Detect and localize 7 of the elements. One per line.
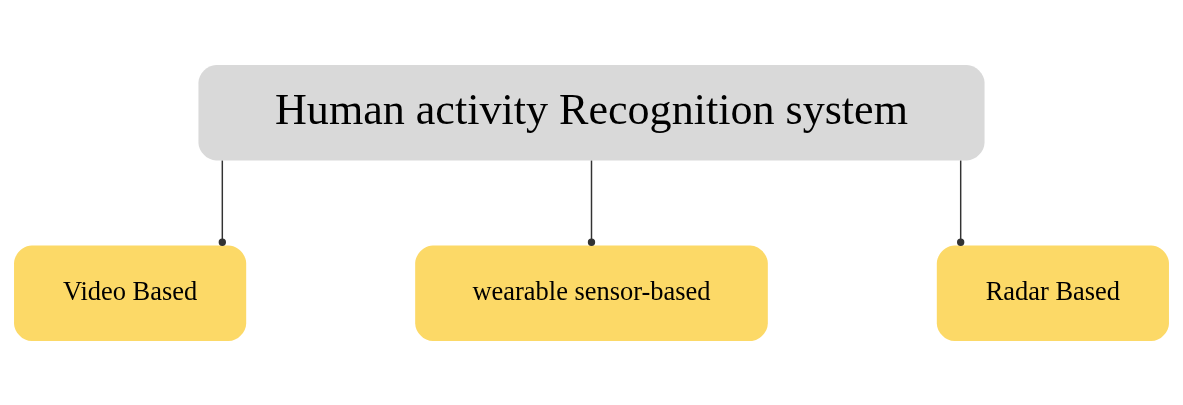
connector: [957, 159, 965, 246]
node-box: wearable sensor-based: [415, 245, 768, 341]
node-box: Video Based: [14, 245, 247, 341]
node-box: Radar Based: [936, 245, 1169, 341]
node-box: Human activity Recognition system: [198, 64, 985, 160]
connector: [218, 159, 226, 246]
connector: [587, 159, 596, 246]
